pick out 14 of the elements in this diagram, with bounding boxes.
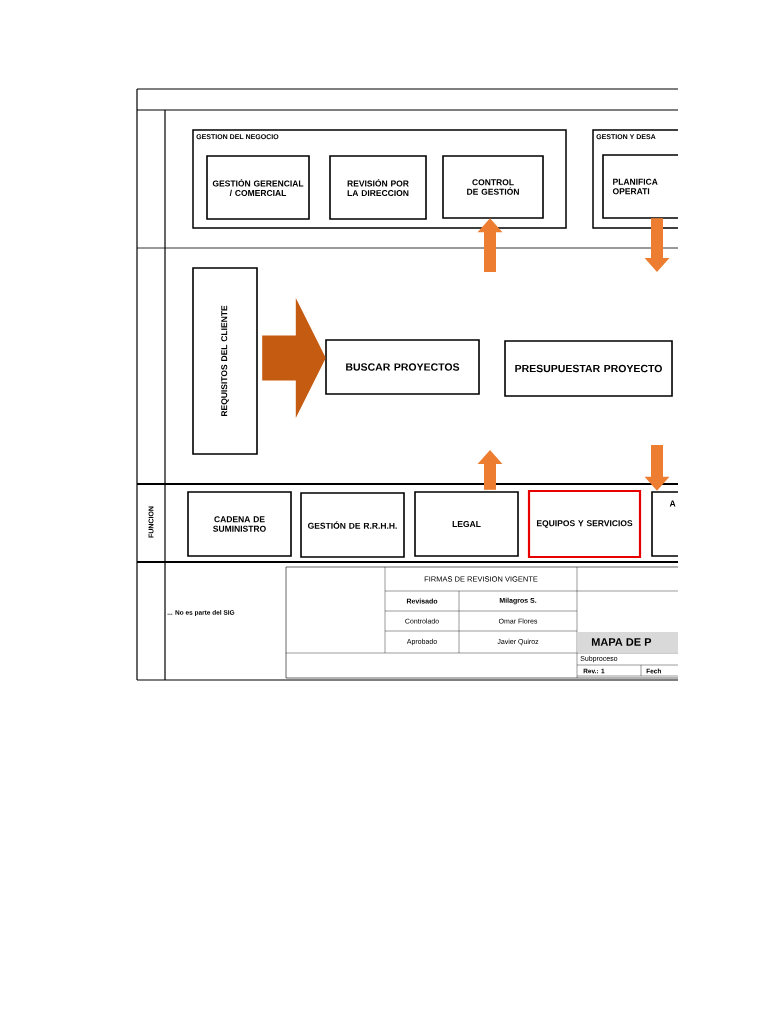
process-box: PLANIFICA OPERATI	[602, 154, 679, 219]
process-box: A	[651, 491, 679, 557]
process-box: PRESUPUESTAR PROYECTO	[504, 340, 673, 397]
process-box: CONTROL DE GESTIÓN	[442, 155, 544, 219]
process-box: CADENA DE SUMINISTRO	[187, 491, 292, 557]
process-box: REVISIÓN POR LA DIRECCION	[329, 155, 427, 220]
process-box: REQUISITOS DEL CLIENTE	[192, 267, 258, 455]
block-arrow	[262, 298, 326, 418]
process-box: BUSCAR PROYECTOS	[325, 339, 480, 395]
process-box: EQUIPOS Y SERVICIOS	[527, 489, 642, 559]
process-box: GESTIÓN GERENCIAL / COMERCIAL	[206, 155, 310, 220]
process-box: GESTIÓN DE R.R.H.H.	[300, 492, 405, 558]
process-box: LEGAL	[414, 491, 519, 557]
document-title: MAPA DE P	[577, 632, 678, 653]
